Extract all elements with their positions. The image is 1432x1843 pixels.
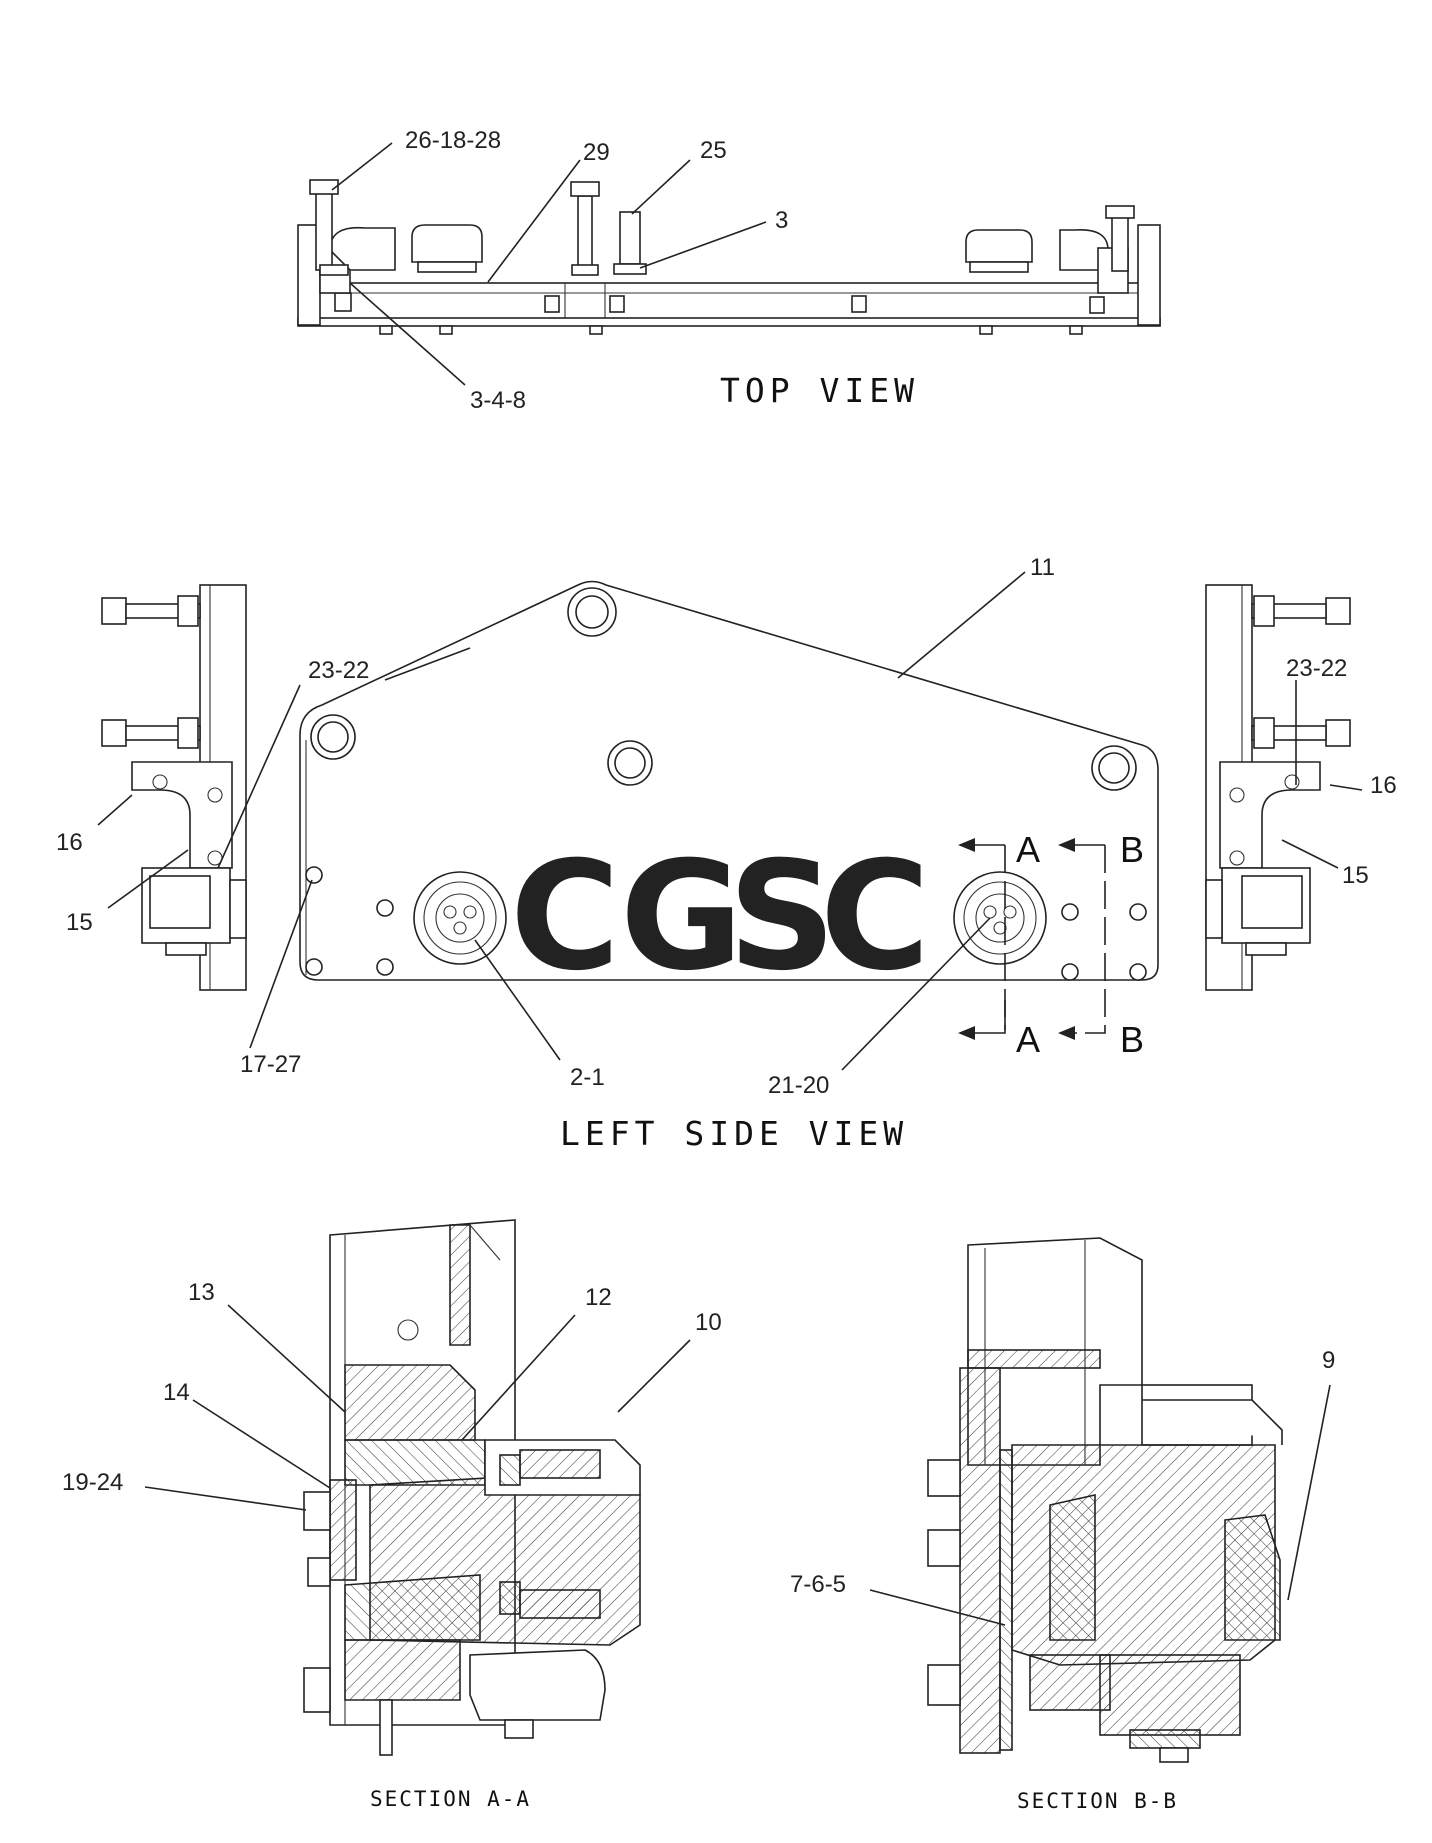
top-view-title: TOP VIEW <box>720 371 919 410</box>
callout-23-22-left: 23-22 <box>308 657 369 684</box>
section-marker-b-top: B <box>1120 829 1144 870</box>
watermark-letter: S <box>728 830 836 1004</box>
top-view-drawing <box>297 179 1161 335</box>
callout-13: 13 <box>188 1279 215 1306</box>
callout-23-22-right: 23-22 <box>1286 655 1347 682</box>
left-side-view-drawing <box>101 580 1351 1040</box>
watermark-letter: G <box>620 830 743 1004</box>
section-marker-a-bottom: A <box>1016 1019 1040 1060</box>
left-side-view-title: LEFT SIDE VIEW <box>560 1114 908 1153</box>
callout-26-18-28: 26-18-28 <box>405 127 501 154</box>
callout-17-27: 17-27 <box>240 1051 301 1078</box>
callout-9: 9 <box>1322 1347 1335 1374</box>
section-b-title: SECTION B-B <box>1017 1789 1178 1813</box>
callout-25: 25 <box>700 137 727 164</box>
callout-2-1: 2-1 <box>570 1064 605 1091</box>
callout-14: 14 <box>163 1379 190 1406</box>
section-a-title: SECTION A-A <box>370 1787 531 1811</box>
callout-29: 29 <box>583 139 610 166</box>
section-marker-b-bottom: B <box>1120 1019 1144 1060</box>
section-marker-a-top: A <box>1016 829 1040 870</box>
watermark-letter: C <box>820 830 930 1004</box>
watermark-letter: C <box>510 830 620 1004</box>
callout-3-4-8: 3-4-8 <box>470 387 526 414</box>
callout-16-right: 16 <box>1370 772 1397 799</box>
callout-15-left: 15 <box>66 909 93 936</box>
callout-19-24: 19-24 <box>62 1469 123 1496</box>
callout-10: 10 <box>695 1309 722 1336</box>
callout-12: 12 <box>585 1284 612 1311</box>
callout-11: 11 <box>1030 554 1055 581</box>
cgsc-watermark: C G S C <box>510 830 930 1004</box>
section-a-drawing <box>303 1219 641 1756</box>
callout-3: 3 <box>775 207 788 234</box>
callout-15-right: 15 <box>1342 862 1369 889</box>
callout-21-20: 21-20 <box>768 1072 829 1099</box>
callout-7-6-5: 7-6-5 <box>790 1571 846 1598</box>
section-b-drawing <box>927 1237 1283 1763</box>
callout-16-left: 16 <box>56 829 83 856</box>
